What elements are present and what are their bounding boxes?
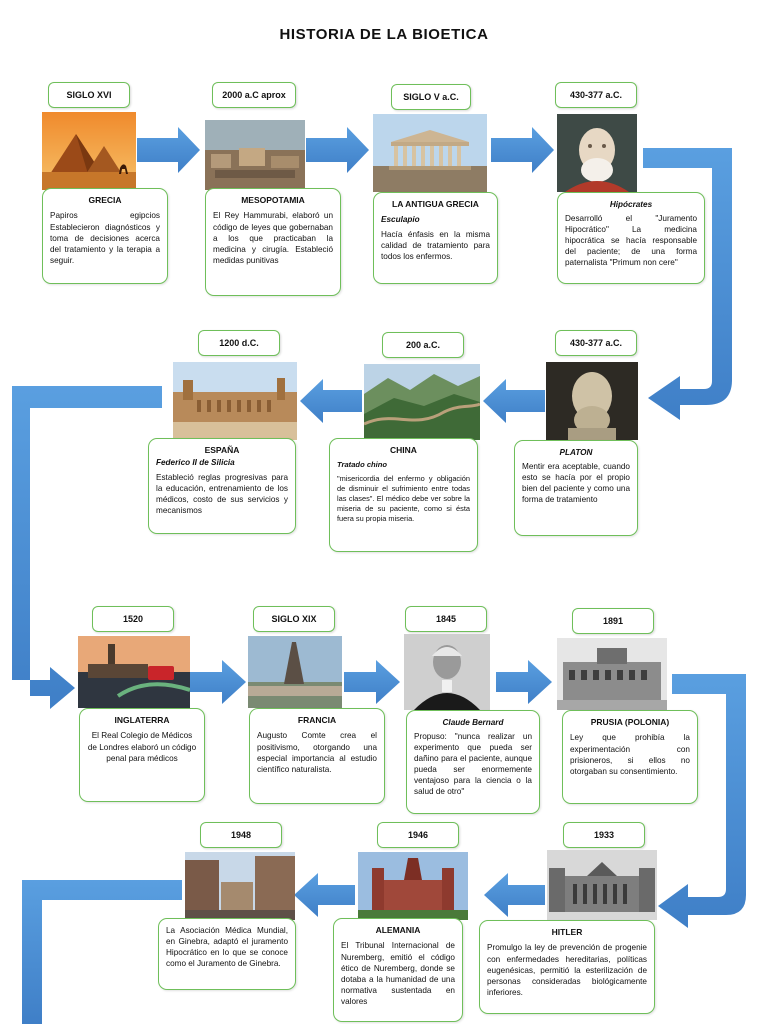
event-person: Federico II de Silicia bbox=[156, 458, 235, 468]
arrow-right-icon bbox=[491, 127, 554, 173]
date-label: 1891 bbox=[572, 608, 654, 634]
date-label: 1520 bbox=[92, 606, 174, 632]
event-description: Promulgo la ley de prevención de progeni… bbox=[487, 943, 647, 997]
claude-bernard-portrait-image bbox=[404, 634, 490, 710]
plato-bust-image bbox=[546, 362, 638, 440]
prussia-building-image bbox=[557, 638, 667, 710]
event-card-francia: FRANCIA Augusto Comte crea el positivism… bbox=[249, 708, 385, 804]
pyramids-image bbox=[42, 112, 136, 190]
event-place: PRUSIA (POLONIA) bbox=[590, 717, 670, 727]
event-card-claude-bernard: Claude Bernard Propuso: "nunca realizar … bbox=[406, 710, 540, 814]
event-card-grecia: GRECIA Papiros egipcios Establecieron di… bbox=[42, 188, 168, 284]
event-person: Claude Bernard bbox=[442, 718, 504, 727]
event-card-alemania: ALEMANIA El Tribunal Internacional de Nu… bbox=[333, 918, 463, 1022]
date-label: 1933 bbox=[563, 822, 645, 848]
arrow-left-icon bbox=[294, 873, 355, 917]
date-label: 200 a.C. bbox=[382, 332, 464, 358]
event-description: Augusto Comte crea el positivismo, otorg… bbox=[257, 731, 377, 774]
event-place: FRANCIA bbox=[297, 715, 337, 725]
connector-elbow bbox=[658, 674, 746, 928]
nuremberg-castle-image bbox=[358, 852, 468, 920]
date-label: 1845 bbox=[405, 606, 487, 632]
event-description: Hacía énfasis en la misma calidad de tra… bbox=[381, 229, 490, 261]
event-card-inglaterra: INGLATERRA El Real Colegio de Médicos de… bbox=[79, 708, 205, 802]
connector-elbow bbox=[643, 148, 732, 420]
arrow-right-icon bbox=[306, 127, 369, 173]
date-label: 430-377 a.C. bbox=[555, 82, 637, 108]
event-description: "misericordia del enfermo y obligación d… bbox=[337, 473, 470, 523]
event-card-china: CHINA Tratado chino "misericordia del en… bbox=[329, 438, 478, 552]
paris-image bbox=[248, 636, 342, 708]
event-place: ALEMANIA bbox=[375, 925, 421, 935]
event-card-prusia: PRUSIA (POLONIA) Ley que prohibía la exp… bbox=[562, 710, 698, 804]
page-title: HISTORIA DE LA BIOETICA bbox=[279, 26, 489, 43]
event-description: El Real Colegio de Médicos de Londres el… bbox=[87, 731, 197, 763]
event-place: LA ANTIGUA GRECIA bbox=[392, 199, 479, 209]
london-image bbox=[78, 636, 190, 708]
event-description: Papiros egipcios Establecieron diagnósti… bbox=[50, 211, 160, 265]
date-label: SIGLO XVI bbox=[48, 82, 130, 108]
connector-exit bbox=[22, 880, 182, 1024]
parthenon-image bbox=[373, 114, 487, 192]
event-place: MESOPOTAMIA bbox=[241, 195, 305, 205]
event-place: GRECIA bbox=[88, 195, 122, 205]
mesopotamia-ruins-image bbox=[205, 120, 305, 190]
date-label: SIGLO V a.C. bbox=[391, 84, 471, 110]
event-description: Mentir era aceptable, cuando esto se hac… bbox=[522, 462, 630, 505]
event-description: El Tribunal Internacional de Nuremberg, … bbox=[341, 941, 455, 1006]
event-person: Tratado chino bbox=[337, 460, 388, 470]
event-description: Propuso: "nunca realizar un experimento … bbox=[414, 732, 532, 797]
date-label: SIGLO XIX bbox=[253, 606, 335, 632]
geneva-street-image bbox=[185, 852, 295, 920]
event-place: HITLER bbox=[551, 927, 583, 937]
event-person: PLATON bbox=[559, 448, 593, 457]
spain-plaza-image bbox=[173, 362, 297, 440]
event-card-mesopotamia: MESOPOTAMIA El Rey Hammurabi, elaboró un… bbox=[205, 188, 341, 296]
event-description: La Asociación Médica Mundial, en Ginebra… bbox=[166, 926, 288, 969]
connector-elbow bbox=[12, 386, 162, 709]
event-card-espana: ESPAÑA Federico II de Silicia Estableció… bbox=[148, 438, 296, 534]
arrow-left-icon bbox=[484, 873, 545, 917]
event-card-hipocrates: Hipócrates Desarrolló el "Juramento Hipo… bbox=[557, 192, 705, 284]
date-label: 1946 bbox=[377, 822, 459, 848]
arrow-right-icon bbox=[344, 660, 400, 704]
arrow-left-icon bbox=[483, 379, 545, 423]
event-person: Hipócrates bbox=[609, 200, 653, 209]
arrow-right-icon bbox=[137, 127, 200, 173]
event-description: El Rey Hammurabi, elaboró un código de l… bbox=[213, 211, 333, 265]
event-card-antigua-grecia: LA ANTIGUA GRECIA Esculapio Hacía énfasi… bbox=[373, 192, 498, 284]
event-place: INGLATERRA bbox=[114, 715, 170, 725]
arrow-right-icon bbox=[496, 660, 552, 704]
great-wall-image bbox=[364, 364, 480, 440]
event-description: Ley que prohibía la experimentación con … bbox=[570, 733, 690, 776]
date-label: 1948 bbox=[200, 822, 282, 848]
event-description: Desarrolló el "Juramento Hipocrático" La… bbox=[565, 214, 697, 268]
date-label: 1200 d.C. bbox=[198, 330, 280, 356]
event-place: ESPAÑA bbox=[204, 445, 240, 455]
event-card-platon: PLATON Mentir era aceptable, cuando esto… bbox=[514, 440, 638, 536]
event-card-hitler: HITLER Promulgo la ley de prevención de … bbox=[479, 920, 655, 1014]
arrow-right-icon bbox=[190, 660, 246, 704]
event-description: Estableció reglas progresivas para la ed… bbox=[156, 472, 288, 515]
event-card-ginebra: La Asociación Médica Mundial, en Ginebra… bbox=[158, 918, 296, 990]
event-place: CHINA bbox=[390, 445, 417, 455]
date-label: 2000 a.C aprox bbox=[212, 82, 296, 108]
arrow-left-icon bbox=[300, 379, 362, 423]
date-label: 430-377 a.C. bbox=[555, 330, 637, 356]
hippocrates-bust-image bbox=[557, 114, 637, 192]
event-person: Esculapio bbox=[381, 215, 420, 225]
reichstag-image bbox=[547, 850, 657, 920]
